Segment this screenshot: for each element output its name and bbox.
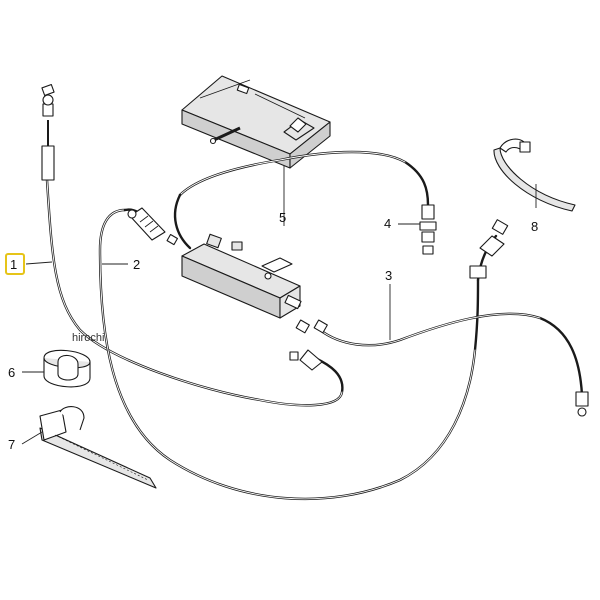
cable-ends [41, 83, 589, 417]
strap-part [493, 138, 576, 212]
watermark-text: hirochi [72, 332, 104, 344]
callout-4: 4 [384, 216, 391, 231]
actuator-unit [181, 233, 302, 319]
callout-1-highlight [5, 253, 25, 275]
cables [45, 150, 584, 501]
callout-6: 6 [8, 365, 15, 380]
callout-7: 7 [8, 437, 15, 452]
clip-part [43, 349, 91, 388]
callout-1: 1 [10, 257, 17, 272]
callout-3: 3 [385, 268, 392, 283]
callouts: 1 2 3 4 5 6 7 8 [8, 210, 538, 452]
leader-lines [21, 166, 537, 445]
callout-2: 2 [133, 257, 140, 272]
bracket-assembly [181, 75, 331, 169]
callout-5: 5 [279, 210, 286, 225]
cable-tie-part [39, 406, 157, 489]
callout-8: 8 [531, 219, 538, 234]
